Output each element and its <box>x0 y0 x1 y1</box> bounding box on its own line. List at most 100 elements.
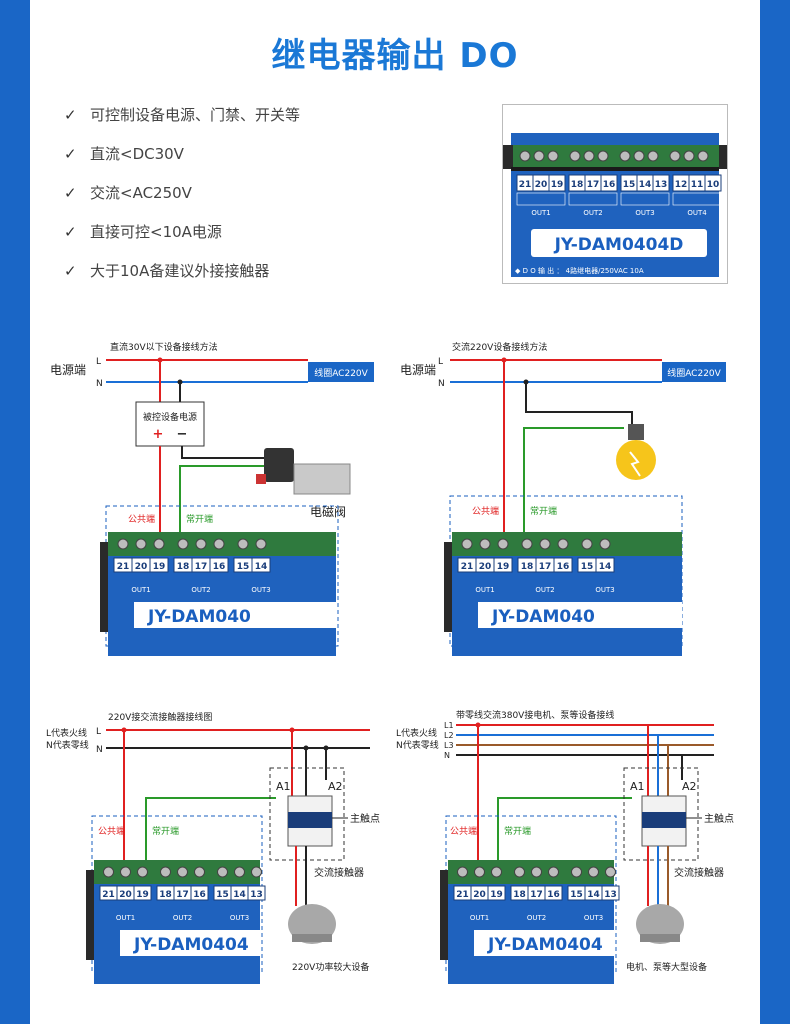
terminal-label: 19 <box>551 180 564 190</box>
terminal-label: 14 <box>587 890 600 900</box>
out-label: OUT3 <box>595 586 614 594</box>
diagram-ac: 交流220V设备接线方法 电源端 L N 线圈AC220V 公共端 常开端 21… <box>400 341 726 656</box>
load-label: 220V功率较大设备 <box>292 961 369 973</box>
terminal-label: 15 <box>216 890 229 900</box>
diagram-contactor-220: 220V接交流接触器接线图 L代表火线 N代表零线 L N A1 A2 主触点 … <box>46 711 380 984</box>
terminal-label: 20 <box>119 890 132 900</box>
terminal-label: 16 <box>603 180 616 190</box>
main-contact-label: 主触点 <box>350 812 380 825</box>
no-label: 常开端 <box>186 513 213 525</box>
n-label: N <box>438 379 445 389</box>
common-label: 公共端 <box>98 825 125 837</box>
line-l-label: L代表火线 <box>46 727 87 739</box>
n-label: N <box>444 751 450 760</box>
plus-label: + <box>153 427 164 442</box>
terminal-label: 21 <box>461 562 474 572</box>
diagram-caption: 直流30V以下设备接线方法 <box>110 341 218 353</box>
board-model: JY-DAM040 <box>147 607 251 627</box>
solenoid-valve-icon <box>256 448 351 495</box>
l3-label: L3 <box>444 741 454 750</box>
diagram-caption: 交流220V设备接线方法 <box>452 341 547 353</box>
n-label: N <box>96 379 103 389</box>
feature-item: ✓交流<AC250V <box>64 182 192 203</box>
out-label: OUT4 <box>687 209 707 217</box>
out-label: OUT1 <box>475 586 494 594</box>
feature-item: ✓直流<DC30V <box>64 143 184 164</box>
terminal-label: 16 <box>557 562 570 572</box>
a2-label: A2 <box>328 780 343 793</box>
a1-label: A1 <box>630 780 645 793</box>
terminal-label: 20 <box>535 180 548 190</box>
out-label: OUT2 <box>527 914 546 922</box>
terminal-label: 17 <box>539 562 552 572</box>
load-label: 电机、泵等大型设备 <box>626 961 707 973</box>
check-icon: ✓ <box>64 223 77 241</box>
out-label: OUT2 <box>583 209 602 217</box>
out-label: OUT1 <box>531 209 550 217</box>
feature-item: ✓ 直接可控<10A电源 <box>64 221 222 242</box>
terminal-label: 18 <box>177 562 190 572</box>
terminal-label: 14 <box>639 180 652 190</box>
terminal-label: 15 <box>237 562 250 572</box>
product-model: JY-DAM0404D <box>554 235 684 255</box>
main-contact-label: 主触点 <box>704 812 734 825</box>
terminal-label: 13 <box>655 180 668 190</box>
terminal-label: 17 <box>195 562 208 572</box>
line-n-label: N代表零线 <box>396 739 439 751</box>
minus-label: − <box>177 427 188 442</box>
coil-label: 线圈AC220V <box>667 367 721 379</box>
feature-text: 大于10A备建议外接接触器 <box>90 262 270 280</box>
common-label: 公共端 <box>450 825 477 837</box>
terminal-label: 19 <box>153 562 166 572</box>
feature-text: 直流<DC30V <box>90 145 184 163</box>
diagram-dc: 直流30V以下设备接线方法 电源端 L N 线圈AC220V 被控设备电源 + … <box>50 341 374 656</box>
terminal-label: 13 <box>604 890 617 900</box>
common-label: 公共端 <box>472 505 499 517</box>
l2-label: L2 <box>444 731 454 740</box>
terminal-label: 13 <box>250 890 263 900</box>
diagram-caption: 220V接交流接触器接线图 <box>108 711 212 723</box>
feature-item: ✓可控制设备电源、门禁、开关等 <box>64 104 300 125</box>
out-label: OUT2 <box>535 586 554 594</box>
terminal-label: 17 <box>530 890 543 900</box>
product-footer: ◆ D O 输 出 ： 4路继电器/250VAC 10A <box>515 266 644 275</box>
terminal-label: 17 <box>587 180 600 190</box>
psu-label: 被控设备电源 <box>143 411 197 423</box>
terminal-label: 14 <box>233 890 246 900</box>
l-label: L <box>96 357 101 367</box>
board-model: JY-DAM040 <box>491 607 595 627</box>
contactor-label: 交流接触器 <box>314 866 364 879</box>
light-bulb-icon <box>616 424 656 480</box>
out-label: OUT2 <box>173 914 192 922</box>
a1-label: A1 <box>276 780 291 793</box>
board-model: JY-DAM0404 <box>133 935 249 955</box>
l1-label: L1 <box>444 721 454 730</box>
page-title: 继电器输出 DO <box>271 36 519 76</box>
terminal-label: 18 <box>521 562 534 572</box>
terminal-label: 15 <box>570 890 583 900</box>
terminal-label: 12 <box>675 180 688 190</box>
terminal-label: 20 <box>135 562 148 572</box>
out-label: OUT3 <box>584 914 603 922</box>
terminal-label: 15 <box>623 180 636 190</box>
out-label: OUT3 <box>251 586 270 594</box>
device-label: 电磁阀 <box>310 504 346 519</box>
diagram-caption: 带零线交流380V接电机、泵等设备接线 <box>456 709 614 721</box>
terminal-label: 20 <box>479 562 492 572</box>
out-label: OUT3 <box>230 914 249 922</box>
terminal-label: 19 <box>136 890 149 900</box>
diagram-contactor-380: 带零线交流380V接电机、泵等设备接线 L代表火线 N代表零线 L1 L2 L3… <box>396 709 734 984</box>
terminal-label: 16 <box>213 562 226 572</box>
terminal-label: 21 <box>102 890 115 900</box>
terminal-label: 14 <box>255 562 268 572</box>
out-label: OUT2 <box>191 586 210 594</box>
terminal-label: 19 <box>490 890 503 900</box>
terminal-label: 21 <box>117 562 130 572</box>
feature-text: 直接可控<10A电源 <box>90 223 222 241</box>
contactor-label: 交流接触器 <box>674 866 724 879</box>
terminal-label: 17 <box>176 890 189 900</box>
terminal-label: 16 <box>547 890 560 900</box>
line-l-label: L代表火线 <box>396 727 437 739</box>
out-label: OUT3 <box>635 209 654 217</box>
